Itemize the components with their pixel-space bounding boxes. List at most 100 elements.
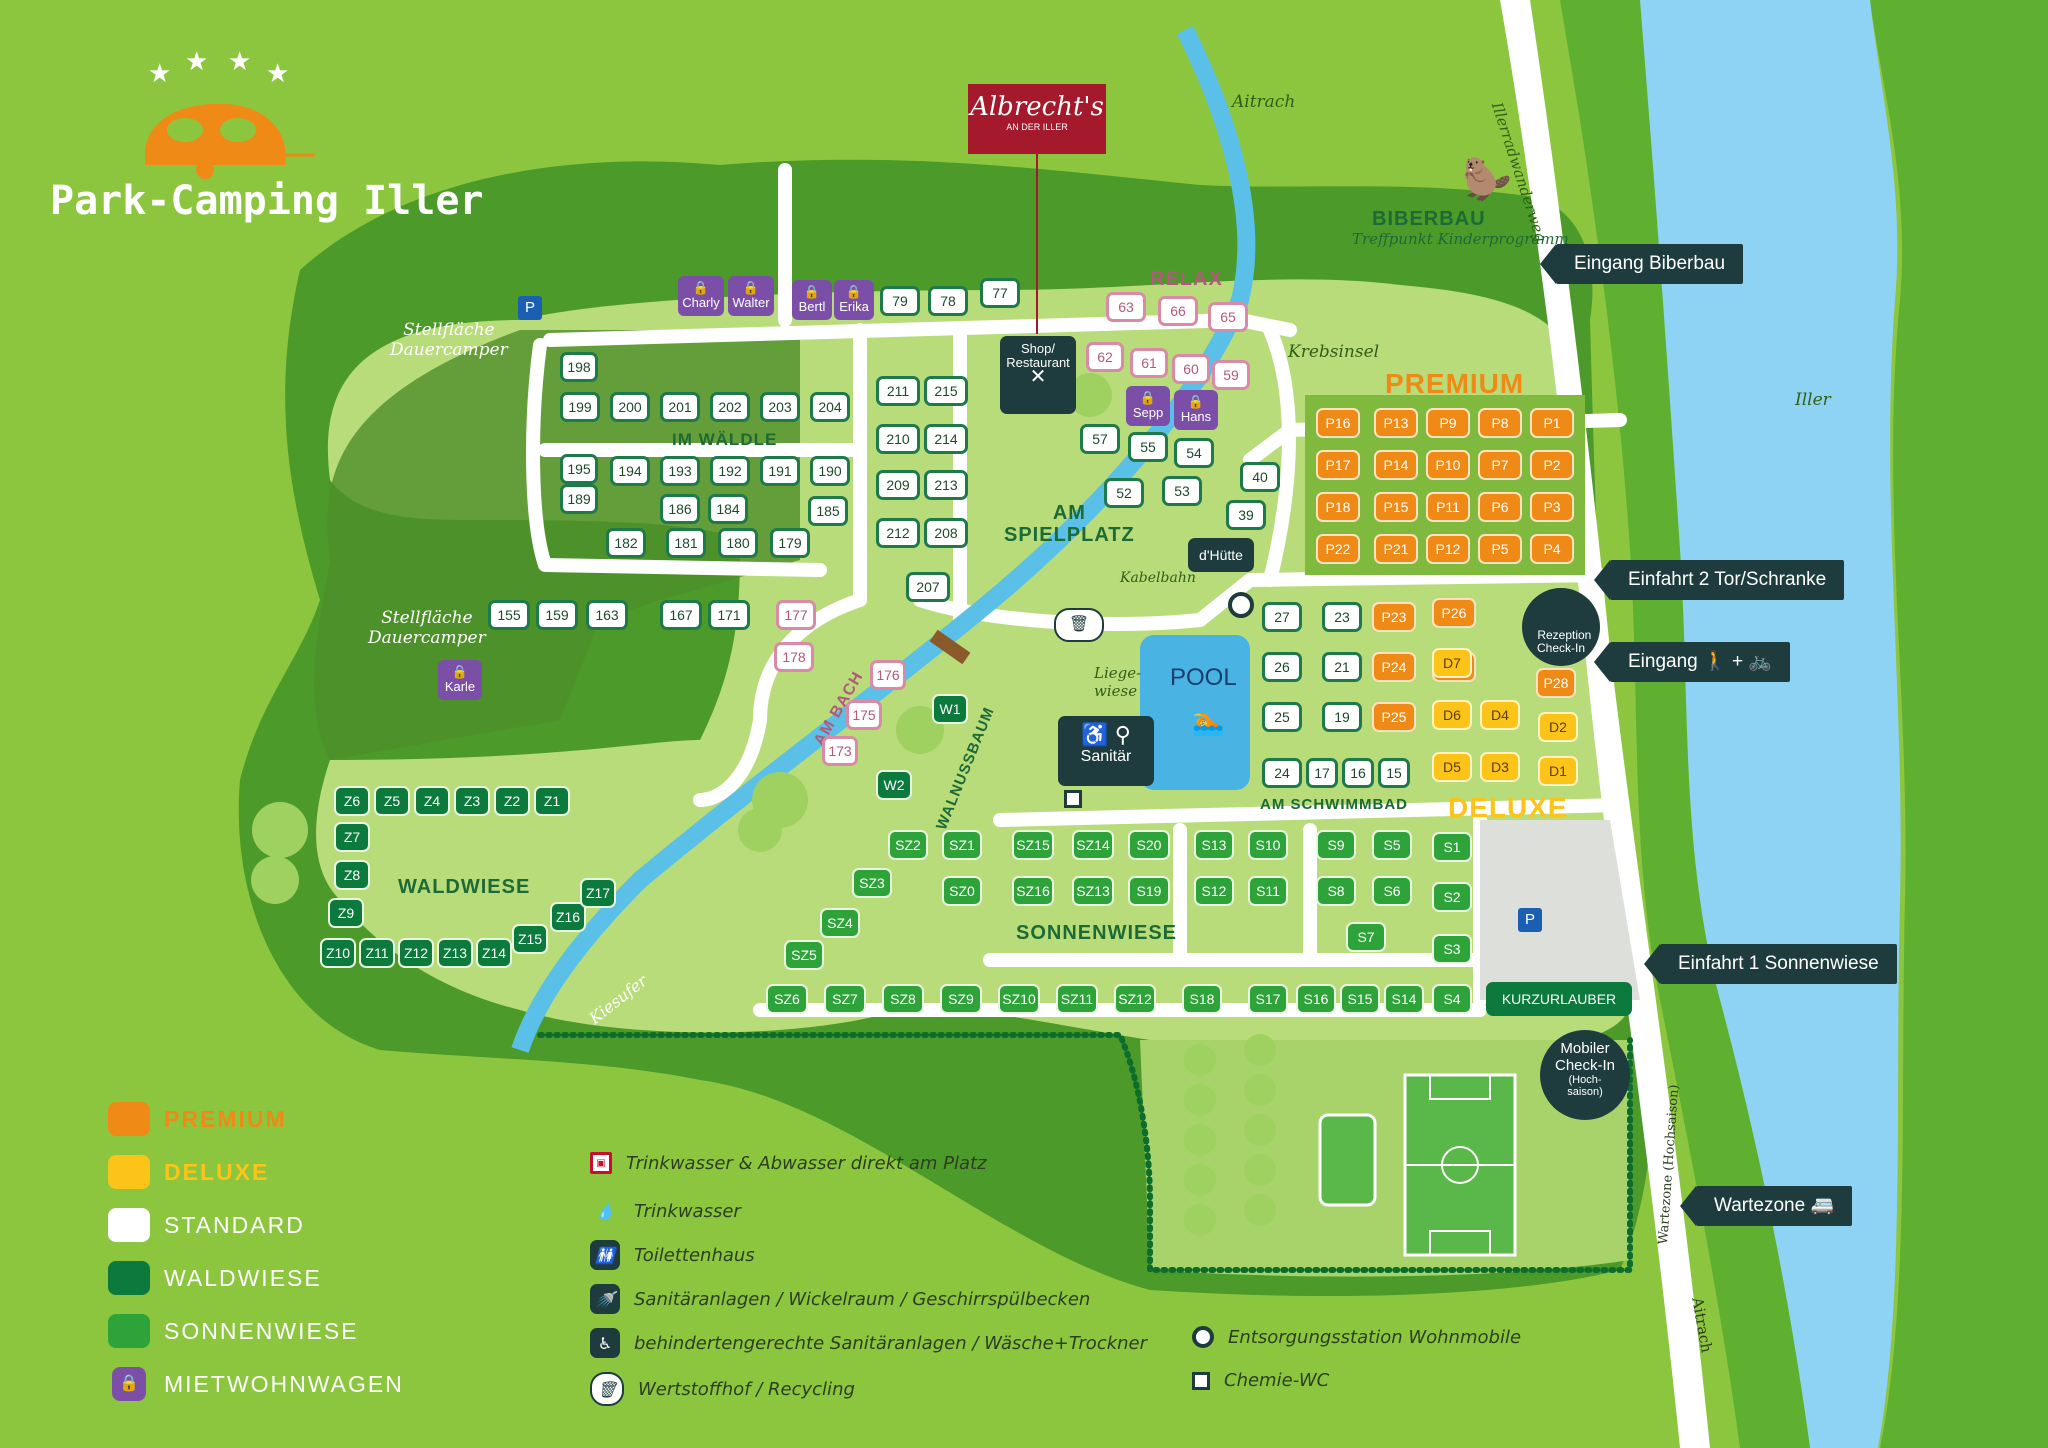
pitch-p5[interactable]: P5 — [1478, 534, 1522, 564]
pitch-180[interactable]: 180 — [718, 528, 758, 558]
pitch-z15[interactable]: Z15 — [512, 924, 548, 954]
pitch-189[interactable]: 189 — [560, 484, 598, 514]
pitch-p7[interactable]: P7 — [1478, 450, 1522, 480]
pitch-s17[interactable]: S17 — [1248, 984, 1288, 1014]
pitch-s2[interactable]: S2 — [1432, 882, 1472, 912]
pitch-26[interactable]: 26 — [1262, 652, 1302, 682]
rental-hans[interactable]: 🔒Hans — [1174, 390, 1218, 430]
pitch-61[interactable]: 61 — [1130, 348, 1168, 378]
pitch-178[interactable]: 178 — [774, 642, 814, 672]
pitch-sz16[interactable]: SZ16 — [1012, 876, 1054, 906]
pitch-202[interactable]: 202 — [710, 392, 750, 422]
pitch-sz7[interactable]: SZ7 — [824, 984, 866, 1014]
pitch-z5[interactable]: Z5 — [374, 786, 410, 816]
dump-station-icon[interactable] — [1228, 592, 1254, 618]
pitch-173[interactable]: 173 — [822, 736, 858, 766]
pitch-s7[interactable]: S7 — [1346, 922, 1386, 952]
pitch-w2[interactable]: W2 — [876, 770, 912, 800]
pitch-w1[interactable]: W1 — [932, 694, 968, 724]
pitch-195[interactable]: 195 — [560, 454, 598, 484]
pitch-z16[interactable]: Z16 — [550, 902, 586, 932]
pitch-198[interactable]: 198 — [560, 352, 598, 382]
sign-einfahrt-1[interactable]: Einfahrt 1 Sonnenwiese — [1644, 944, 1897, 984]
pitch-s12[interactable]: S12 — [1194, 876, 1234, 906]
pitch-p17[interactable]: P17 — [1316, 450, 1360, 480]
pitch-sz6[interactable]: SZ6 — [766, 984, 808, 1014]
pitch-78[interactable]: 78 — [928, 286, 968, 316]
pitch-60[interactable]: 60 — [1172, 354, 1210, 384]
pitch-z6[interactable]: Z6 — [334, 786, 370, 816]
pitch-52[interactable]: 52 — [1104, 478, 1144, 508]
pitch-209[interactable]: 209 — [876, 470, 920, 500]
pitch-p4[interactable]: P4 — [1530, 534, 1574, 564]
shop-restaurant-box[interactable]: Shop/ Restaurant ✕ — [1000, 336, 1076, 414]
pitch-p2[interactable]: P2 — [1530, 450, 1574, 480]
pitch-z17[interactable]: Z17 — [580, 878, 616, 908]
pitch-186[interactable]: 186 — [660, 494, 700, 524]
pitch-204[interactable]: 204 — [810, 392, 850, 422]
pitch-25[interactable]: 25 — [1262, 702, 1302, 732]
pitch-201[interactable]: 201 — [660, 392, 700, 422]
pitch-s4[interactable]: S4 — [1432, 984, 1472, 1014]
pitch-211[interactable]: 211 — [876, 376, 920, 406]
pitch-sz8[interactable]: SZ8 — [882, 984, 924, 1014]
pitch-z13[interactable]: Z13 — [437, 938, 473, 968]
pitch-193[interactable]: 193 — [660, 456, 700, 486]
pitch-77[interactable]: 77 — [980, 278, 1020, 308]
pitch-203[interactable]: 203 — [760, 392, 800, 422]
pitch-d3[interactable]: D3 — [1480, 752, 1520, 782]
pitch-175[interactable]: 175 — [846, 700, 882, 730]
pitch-s14[interactable]: S14 — [1384, 984, 1424, 1014]
pitch-57[interactable]: 57 — [1080, 424, 1120, 454]
pitch-p8[interactable]: P8 — [1478, 408, 1522, 438]
pitch-191[interactable]: 191 — [760, 456, 800, 486]
pitch-63[interactable]: 63 — [1106, 292, 1146, 322]
pitch-16[interactable]: 16 — [1342, 758, 1374, 788]
pitch-p18[interactable]: P18 — [1316, 492, 1360, 522]
pitch-p3[interactable]: P3 — [1530, 492, 1574, 522]
pitch-s13[interactable]: S13 — [1194, 830, 1234, 860]
sign-wartezone[interactable]: Wartezone 🚐 — [1679, 1186, 1853, 1226]
pitch-z1[interactable]: Z1 — [534, 786, 570, 816]
pitch-p21[interactable]: P21 — [1374, 534, 1418, 564]
pitch-184[interactable]: 184 — [708, 494, 748, 524]
sign-eingang-biberbau[interactable]: Eingang Biberbau — [1539, 244, 1744, 284]
pitch-p10[interactable]: P10 — [1426, 450, 1470, 480]
rental-karle[interactable]: 🔒Karle — [438, 660, 482, 700]
rental-bertl[interactable]: 🔒Bertl — [792, 280, 832, 320]
pitch-s15[interactable]: S15 — [1340, 984, 1380, 1014]
sign-eingang[interactable]: Eingang 🚶 + 🚲 — [1593, 642, 1791, 682]
pitch-z4[interactable]: Z4 — [414, 786, 450, 816]
pitch-54[interactable]: 54 — [1174, 438, 1214, 468]
pitch-55[interactable]: 55 — [1128, 432, 1168, 462]
pitch-208[interactable]: 208 — [924, 518, 968, 548]
pitch-z9[interactable]: Z9 — [328, 898, 364, 928]
pitch-z12[interactable]: Z12 — [398, 938, 434, 968]
rental-walter[interactable]: 🔒Walter — [728, 276, 774, 316]
pitch-s6[interactable]: S6 — [1372, 876, 1412, 906]
pitch-215[interactable]: 215 — [924, 376, 968, 406]
pitch-19[interactable]: 19 — [1322, 702, 1362, 732]
pitch-z2[interactable]: Z2 — [494, 786, 530, 816]
pitch-59[interactable]: 59 — [1212, 360, 1250, 390]
pitch-176[interactable]: 176 — [870, 660, 906, 690]
pitch-z11[interactable]: Z11 — [359, 938, 395, 968]
pitch-d1[interactable]: D1 — [1538, 756, 1578, 786]
mobiler-checkin-box[interactable]: Mobiler Check-In (Hoch- saison) — [1540, 1030, 1630, 1120]
pitch-192[interactable]: 192 — [710, 456, 750, 486]
pitch-z10[interactable]: Z10 — [320, 938, 356, 968]
chemical-wc-icon[interactable] — [1064, 790, 1082, 808]
pitch-s18[interactable]: S18 — [1182, 984, 1222, 1014]
sign-einfahrt-2[interactable]: Einfahrt 2 Tor/Schranke — [1593, 560, 1845, 600]
pitch-p16[interactable]: P16 — [1316, 408, 1360, 438]
pitch-199[interactable]: 199 — [560, 392, 600, 422]
sanitaer-box[interactable]: ♿ ⚲ Sanitär — [1058, 716, 1154, 786]
pitch-d5[interactable]: D5 — [1432, 752, 1472, 782]
pitch-s11[interactable]: S11 — [1248, 876, 1288, 906]
pitch-214[interactable]: 214 — [924, 424, 968, 454]
pitch-z7[interactable]: Z7 — [334, 822, 370, 852]
pitch-p12[interactable]: P12 — [1426, 534, 1470, 564]
rental-sepp[interactable]: 🔒Sepp — [1126, 386, 1170, 426]
pitch-sz9[interactable]: SZ9 — [940, 984, 982, 1014]
pitch-p11[interactable]: P11 — [1426, 492, 1470, 522]
